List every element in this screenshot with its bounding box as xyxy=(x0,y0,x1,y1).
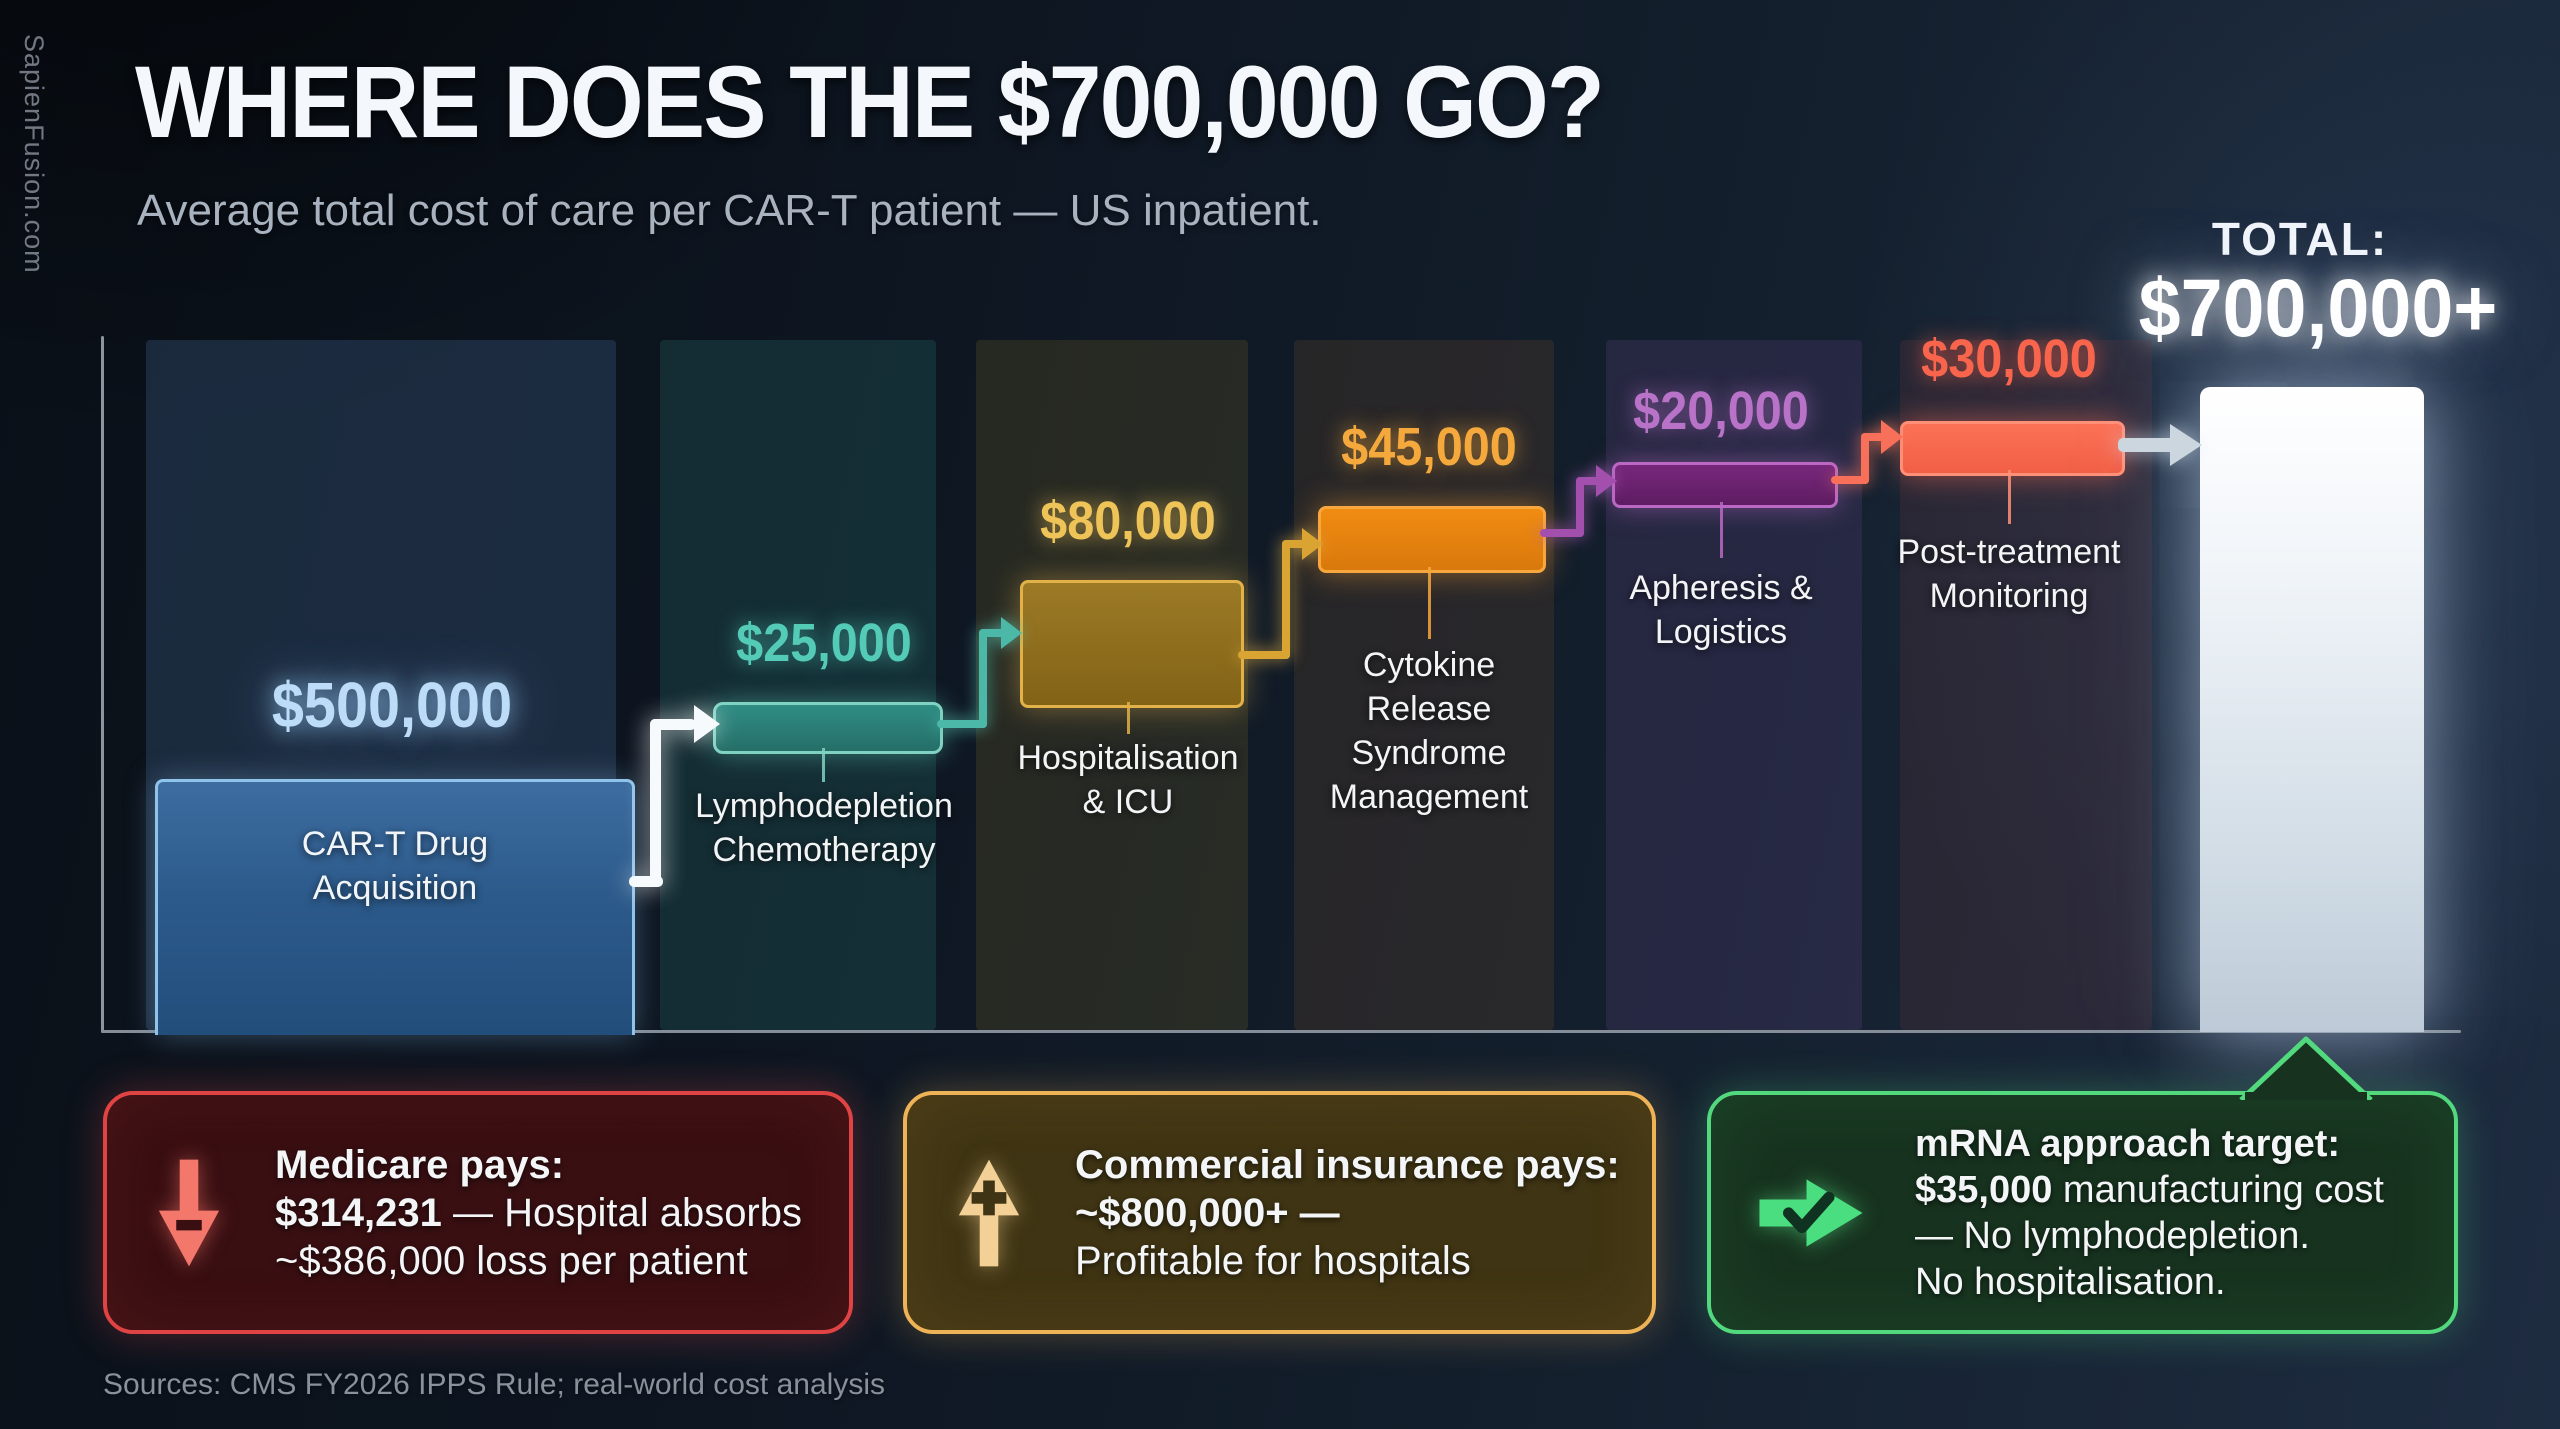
total-label: TOTAL: xyxy=(2211,213,2389,265)
tick-lymphodepletion xyxy=(822,748,825,782)
bar-cart-drug: CAR-T Drug Acquisition xyxy=(155,779,635,1035)
card-commercial-insurance: Commercial insurance pays: ~$800,000+ — … xyxy=(903,1091,1656,1334)
bar-lymphodepletion xyxy=(713,702,943,754)
card-medicare: Medicare pays: $314,231 — Hospital absor… xyxy=(103,1091,853,1334)
amount-hospitalisation: $80,000 xyxy=(1040,491,1216,551)
tick-crs xyxy=(1428,567,1431,639)
bar-label-monitoring: Post-treatment Monitoring xyxy=(1897,533,2121,615)
right-arrow-check-icon xyxy=(1755,1170,1867,1256)
card-commercial-text: Commercial insurance pays: ~$800,000+ — … xyxy=(1075,1141,1620,1285)
bar-apheresis xyxy=(1612,462,1838,508)
background-column-2 xyxy=(660,340,936,1030)
page-subtitle: Average total cost of care per CAR-T pat… xyxy=(137,186,1322,235)
watermark: SapienFusion.com xyxy=(19,34,49,274)
tick-monitoring xyxy=(2008,470,2011,524)
up-arrow-plus-icon xyxy=(951,1155,1027,1271)
background-column-5 xyxy=(1606,340,1862,1030)
bar-hospitalisation xyxy=(1020,580,1244,708)
card-line: ~$386,000 loss per patient xyxy=(275,1238,748,1283)
bar-crs xyxy=(1318,506,1546,573)
bar-label-hospitalisation: Hospitalisation & ICU xyxy=(1017,739,1239,821)
card-line: $35,000 manufacturing cost xyxy=(1915,1168,2384,1211)
speech-tail-icon xyxy=(2239,1036,2373,1100)
tick-apheresis xyxy=(1720,502,1723,558)
down-arrow-minus-icon xyxy=(151,1155,227,1271)
page-title: WHERE DOES THE $700,000 GO? xyxy=(135,45,1605,159)
amount-apheresis: $20,000 xyxy=(1633,381,1809,441)
bar-label-crs: Cytokine Release Syndrome Management xyxy=(1329,646,1529,816)
total-value: $700,000+ xyxy=(2138,263,2498,354)
background-column-4 xyxy=(1294,340,1554,1030)
bar-total xyxy=(2200,387,2424,1032)
sources-note: Sources: CMS FY2026 IPPS Rule; real-worl… xyxy=(103,1368,885,1401)
card-line: ~$800,000+ — xyxy=(1075,1190,1340,1235)
amount-lymphodepletion: $25,000 xyxy=(736,613,912,673)
bar-label-cart-drug: CAR-T Drug Acquisition xyxy=(301,825,489,907)
card-line: Medicare pays: xyxy=(275,1142,565,1187)
y-axis-line xyxy=(101,336,104,1033)
amount-crs: $45,000 xyxy=(1341,417,1517,477)
card-line: mRNA approach target: xyxy=(1915,1122,2341,1165)
card-mrna-text: mRNA approach target: $35,000 manufactur… xyxy=(1915,1121,2384,1305)
tick-hospitalisation xyxy=(1127,702,1130,734)
card-line: No hospitalisation. xyxy=(1915,1260,2226,1303)
card-line: $314,231 — Hospital absorbs xyxy=(275,1190,802,1235)
amount-monitoring: $30,000 xyxy=(1921,329,2097,389)
card-mrna-target: mRNA approach target: $35,000 manufactur… xyxy=(1707,1036,2458,1334)
bar-label-lymphodepletion: Lymphodepletion Chemotherapy xyxy=(695,787,953,869)
card-medicare-text: Medicare pays: $314,231 — Hospital absor… xyxy=(275,1141,802,1285)
card-line: Commercial insurance pays: xyxy=(1075,1142,1620,1187)
card-line: Profitable for hospitals xyxy=(1075,1238,1471,1283)
x-axis-line xyxy=(101,1030,2461,1033)
card-line: — No lymphodepletion. xyxy=(1915,1214,2310,1257)
bar-monitoring xyxy=(1900,421,2125,476)
amount-cart-drug: $500,000 xyxy=(271,669,513,741)
bar-label-apheresis: Apheresis & Logistics xyxy=(1629,569,1813,651)
